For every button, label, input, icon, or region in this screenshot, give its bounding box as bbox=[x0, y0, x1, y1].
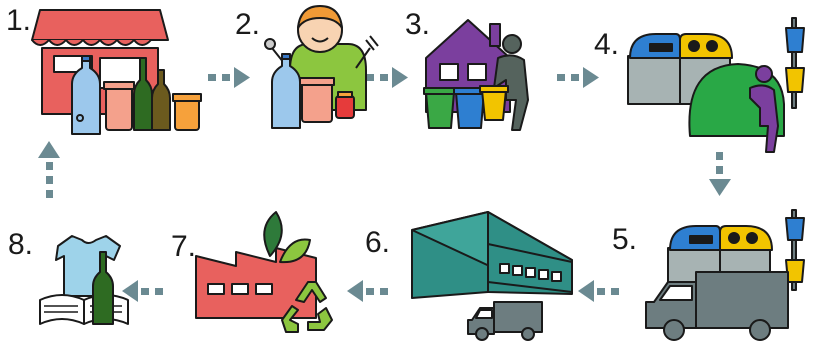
collection-truck-icon bbox=[645, 209, 805, 341]
arrow-2-to-3 bbox=[366, 67, 408, 88]
step-6-number: 6. bbox=[365, 226, 391, 259]
step-7-number: 7. bbox=[171, 230, 197, 263]
step-4-number: 4. bbox=[594, 28, 620, 61]
new-products-icon bbox=[39, 235, 129, 325]
arrow-1-to-2 bbox=[208, 67, 250, 88]
person-consuming-products-icon bbox=[264, 5, 379, 129]
step-2-number: 2. bbox=[235, 8, 261, 41]
arrow-8-to-1 bbox=[38, 141, 60, 198]
step-1-number: 1. bbox=[6, 4, 32, 37]
recycling-containers-icon bbox=[627, 17, 805, 153]
arrow-5-to-6 bbox=[578, 280, 619, 302]
step-8-number: 8. bbox=[8, 228, 34, 261]
step-5-number: 5. bbox=[612, 223, 638, 256]
household-waste-separation-icon bbox=[423, 19, 529, 131]
factory-recycling-icon bbox=[195, 211, 333, 333]
arrow-7-to-8 bbox=[122, 280, 163, 302]
shop-with-bottles-and-jars-icon bbox=[31, 9, 202, 135]
arrow-3-to-4 bbox=[557, 67, 599, 88]
recycling-plant-icon bbox=[411, 211, 573, 341]
arrow-4-to-5 bbox=[709, 152, 731, 196]
step-3-number: 3. bbox=[405, 8, 431, 41]
arrow-6-to-7 bbox=[347, 280, 388, 302]
